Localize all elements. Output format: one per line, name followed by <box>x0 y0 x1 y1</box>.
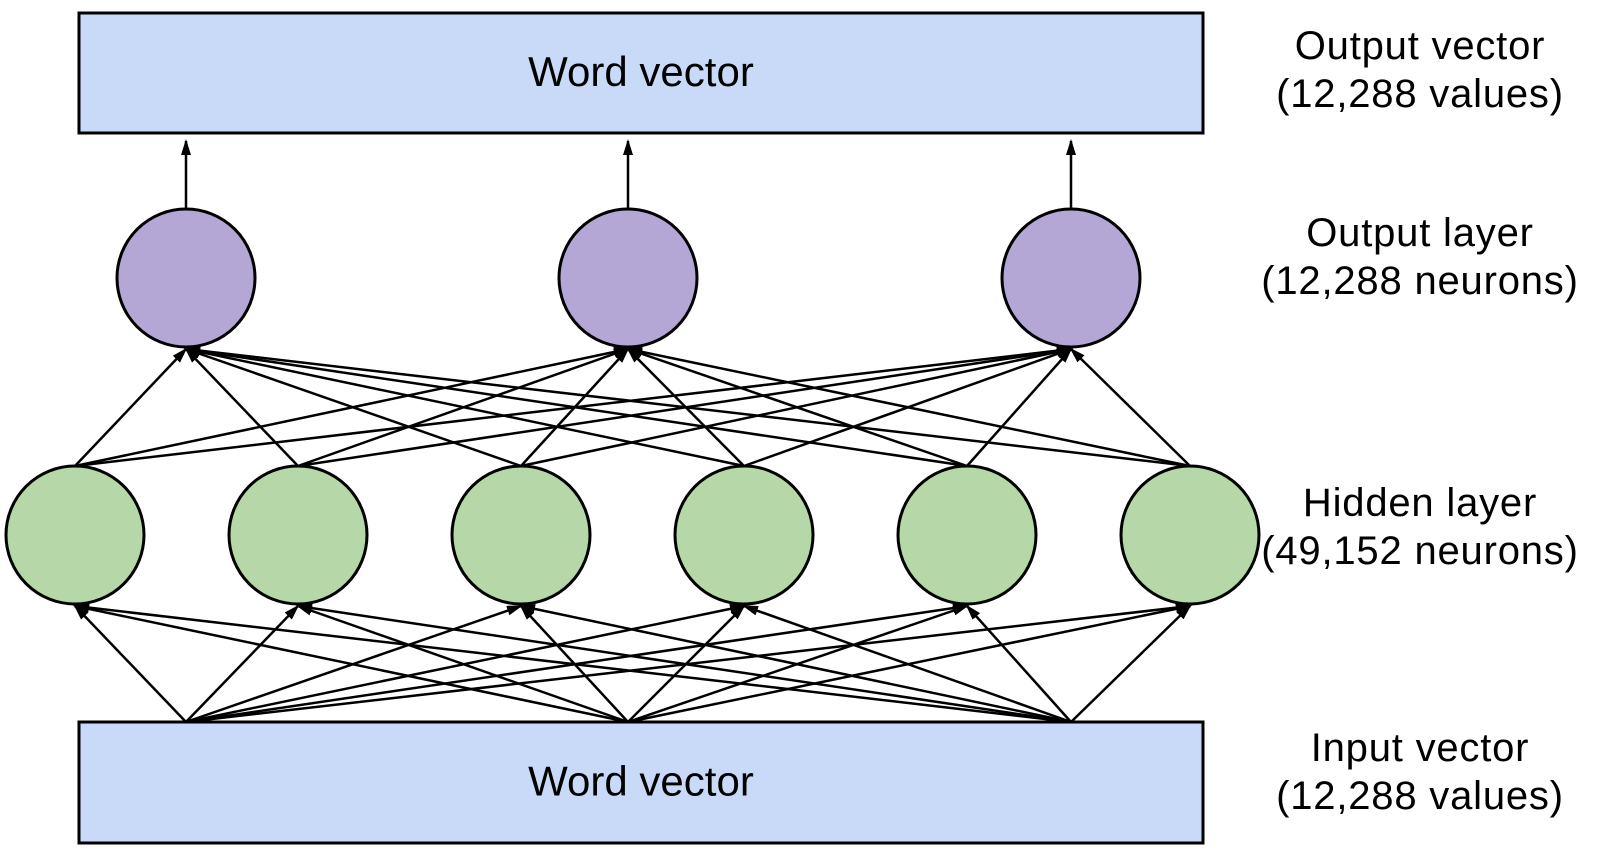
hidden-neuron <box>4 464 146 606</box>
hidden-layer <box>4 464 1261 606</box>
label-line: Input vector <box>1310 726 1530 770</box>
output-neuron <box>557 207 699 349</box>
label-line: (49,152 neurons) <box>1261 529 1579 573</box>
hidden-neuron <box>450 464 592 606</box>
edge-input-to-hidden <box>1070 604 1192 723</box>
hidden-neuron <box>673 464 815 606</box>
hidden-neuron <box>227 464 369 606</box>
label-line: Output layer <box>1306 211 1534 255</box>
input-vector-box <box>77 720 1205 845</box>
edge-input-to-hidden <box>519 603 1072 724</box>
output-neuron <box>115 207 257 349</box>
edge-input-to-hidden <box>73 603 629 724</box>
label-hidden-layer: Hidden layer (49,152 neurons) <box>1220 479 1600 575</box>
edge-hidden-to-output <box>626 347 968 468</box>
input-vector-box-label: Word vector <box>528 758 754 805</box>
label-line: (12,288 values) <box>1276 774 1564 818</box>
edge-hidden-to-output <box>626 346 1191 468</box>
label-line: (12,288 values) <box>1276 72 1564 116</box>
edge-hidden-to-output <box>74 347 188 467</box>
label-input-vector: Input vector (12,288 values) <box>1220 724 1600 820</box>
label-line: Hidden layer <box>1302 481 1538 525</box>
edge-input-to-hidden <box>296 603 1072 724</box>
edge-input-to-hidden <box>296 604 629 724</box>
edge-hidden-to-output <box>966 347 1073 467</box>
output-neuron <box>1000 207 1142 349</box>
edge-hidden-to-output <box>184 347 522 468</box>
output-vector-box <box>77 11 1205 135</box>
edge-input-to-hidden <box>185 604 300 723</box>
connection-arrows <box>73 139 1192 724</box>
edge-input-to-hidden <box>742 604 1072 724</box>
output-vector-box-label: Word vector <box>528 48 754 95</box>
label-line: (12,288 neurons) <box>1261 259 1579 303</box>
edge-hidden-to-output <box>184 345 1191 468</box>
output-layer <box>115 207 1142 349</box>
edge-hidden-to-output <box>184 347 299 467</box>
hidden-neuron <box>1119 464 1261 606</box>
edge-hidden-to-output <box>1069 347 1191 467</box>
edge-hidden-to-output <box>184 346 968 468</box>
edge-input-to-hidden <box>965 604 1072 723</box>
edge-input-to-hidden <box>73 602 1072 724</box>
edge-hidden-to-output <box>184 346 745 468</box>
label-output-vector: Output vector (12,288 values) <box>1220 22 1600 118</box>
label-output-layer: Output layer (12,288 neurons) <box>1220 209 1600 305</box>
hidden-neuron <box>896 464 1038 606</box>
label-line: Output vector <box>1294 24 1546 68</box>
edge-input-to-hidden <box>73 604 187 723</box>
